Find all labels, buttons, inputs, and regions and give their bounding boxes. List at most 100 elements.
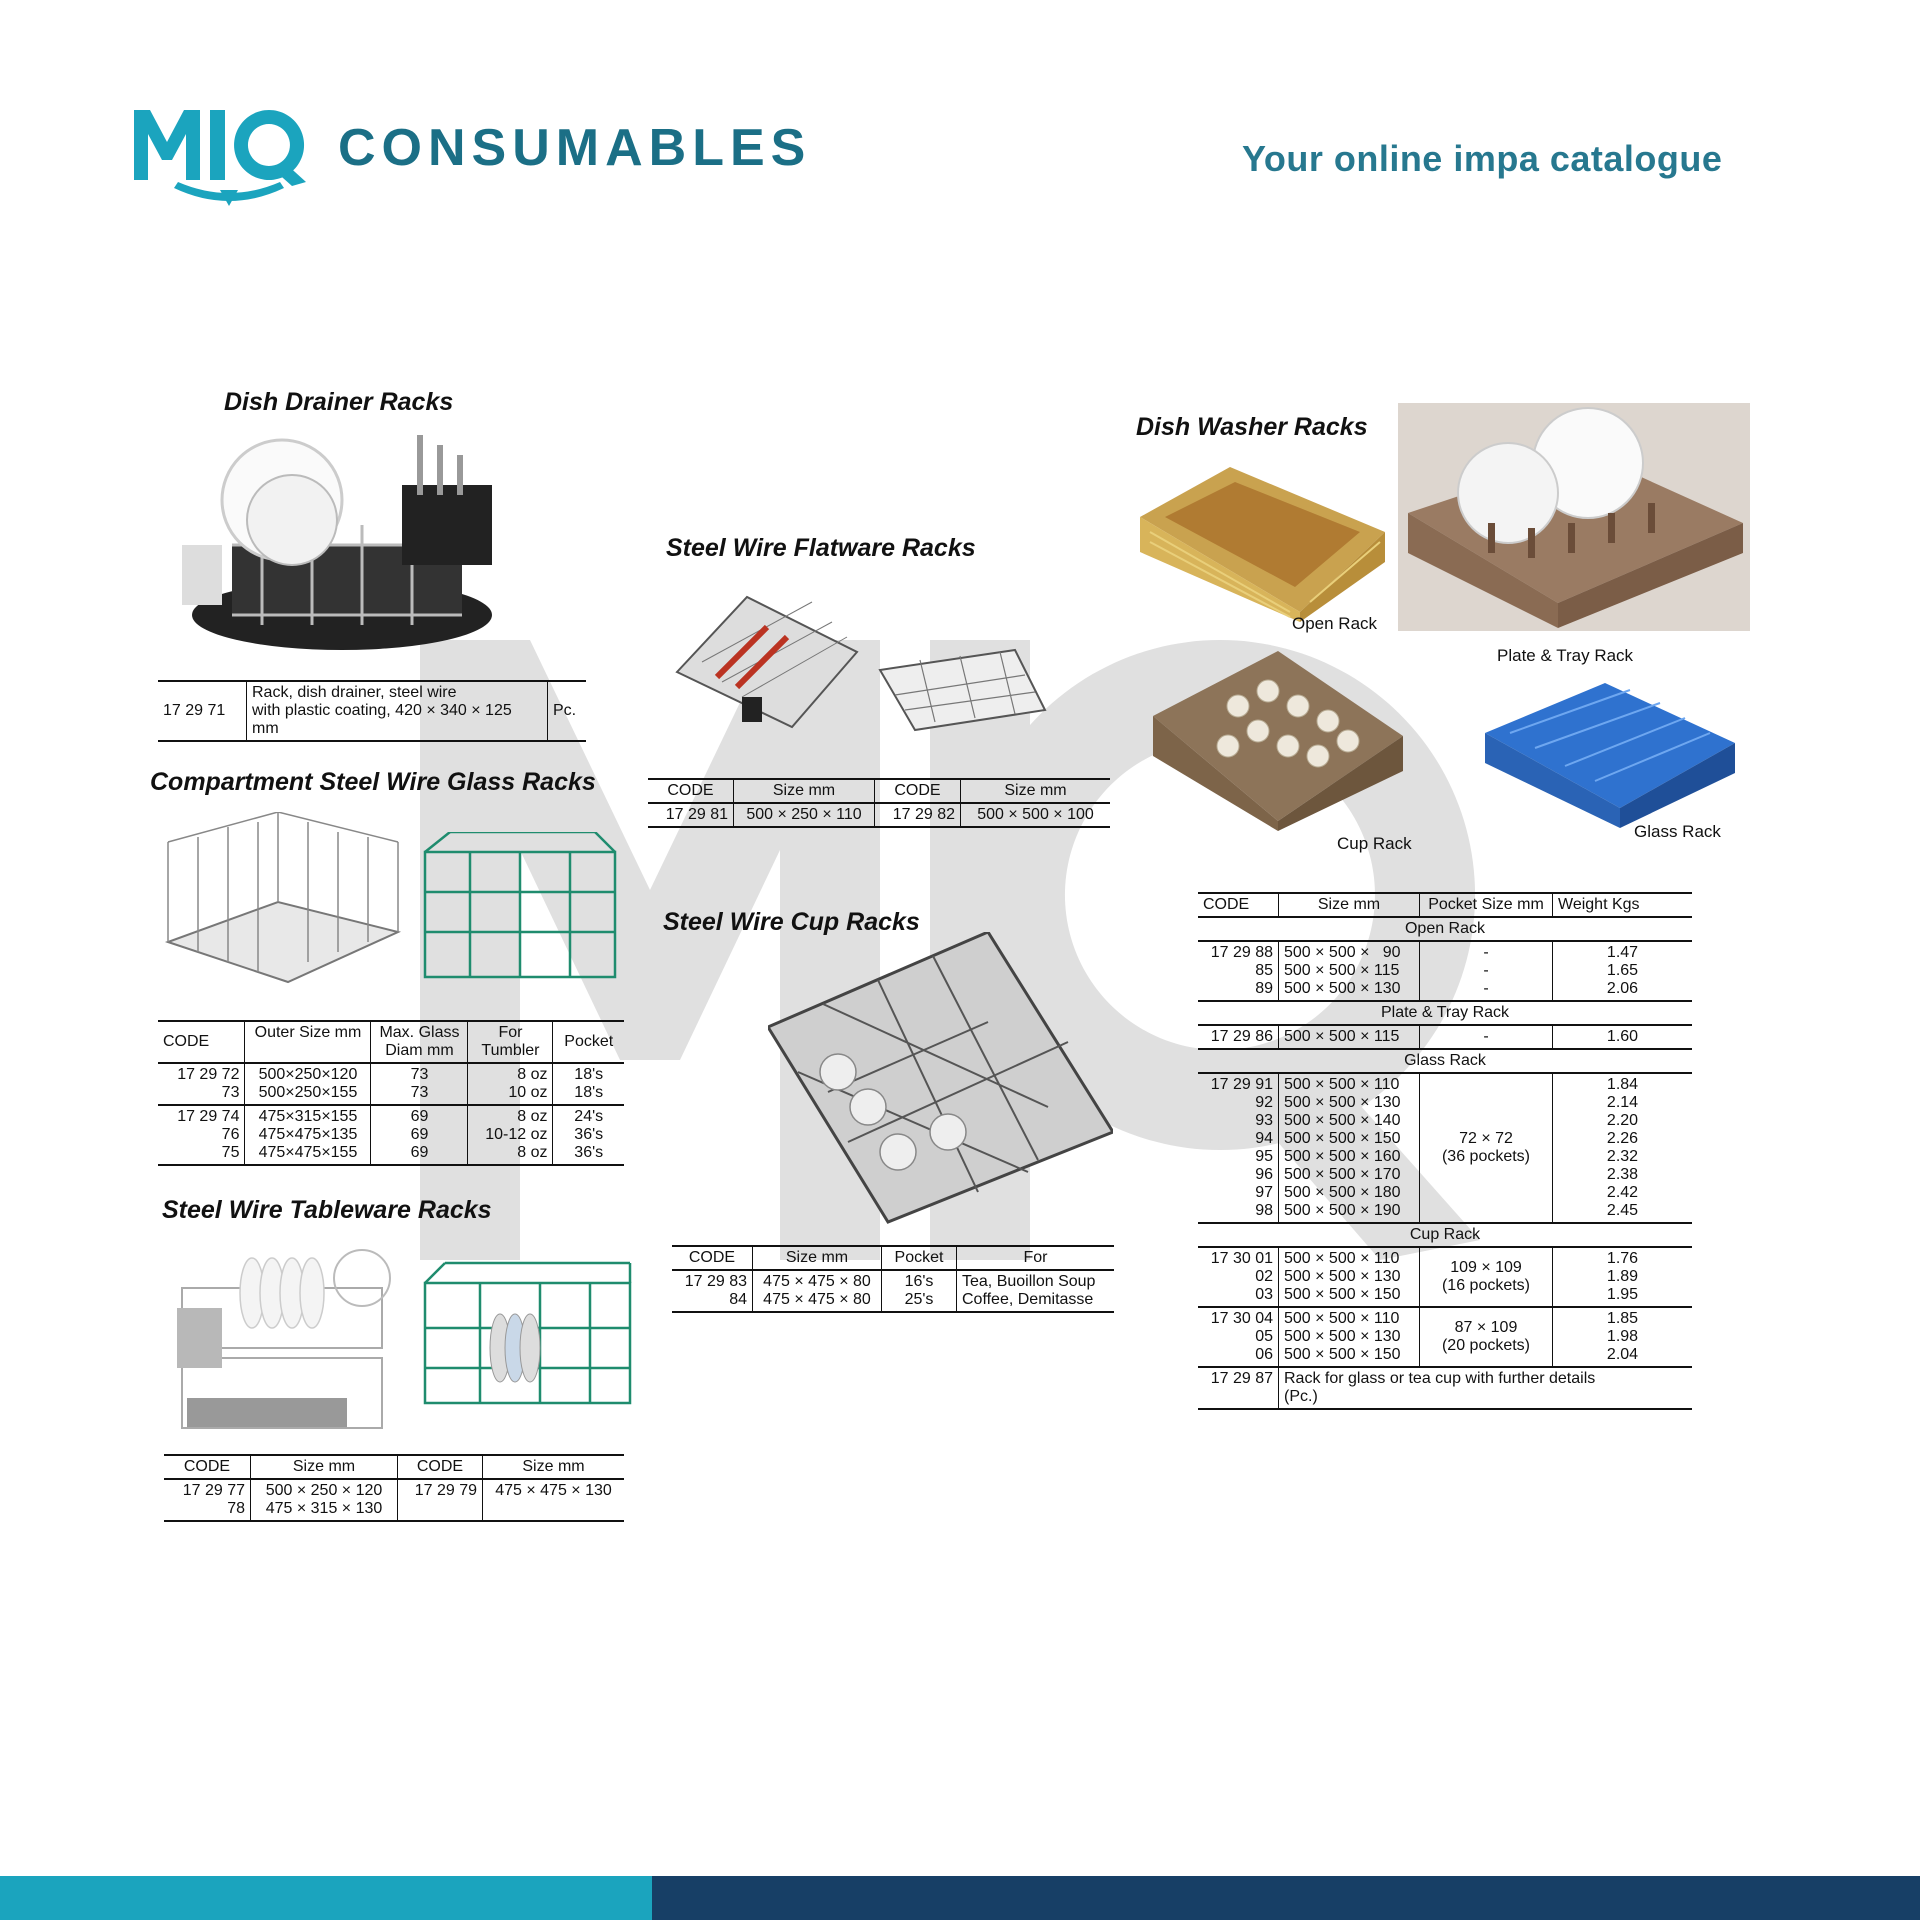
col-header: CODE [874,779,961,803]
dish-drainer-table: 17 29 71 Rack, dish drainer, steel wire … [158,680,586,742]
code: 94 [1255,1130,1273,1147]
steel-cup-rack-image [768,932,1113,1224]
diam: 69 [410,1126,429,1143]
pocket: 16's [904,1273,934,1290]
weight: 1.98 [1606,1328,1639,1345]
col-header: CODE [163,1033,210,1050]
weight: 1.95 [1606,1286,1639,1303]
cup-rack-image [1153,651,1403,831]
code: 73 [221,1084,240,1101]
code: 89 [1255,980,1273,997]
weight: 1.65 [1606,962,1639,979]
size: 500 × 500 × 170 [1284,1166,1401,1183]
weight: 1.76 [1606,1250,1639,1267]
cup-rack-caption: Cup Rack [1337,834,1412,853]
pocket: 24's [574,1108,604,1125]
col-header: Pocket Size mm [1419,893,1553,917]
col-header: CODE [688,1249,736,1266]
size: 500 × 500 × 160 [1284,1148,1401,1165]
weight: 2.42 [1606,1184,1639,1201]
code: 17 30 01 [1210,1250,1273,1267]
diam: 73 [410,1066,429,1083]
size: 475 × 475 × 130 [482,1479,624,1521]
code: 06 [1255,1346,1273,1363]
code: 17 29 72 [177,1066,240,1083]
weight: 1.84 [1606,1076,1639,1093]
code: 17 29 86 [1210,1028,1273,1045]
weight: 1.47 [1606,944,1639,961]
pocket: - [1483,944,1489,961]
open-rack-image [1140,467,1385,622]
flatware-rack-image [675,595,859,729]
code: 17 29 82 [874,803,961,827]
footer-bar-accent [0,1876,652,1920]
col-header: Size mm [752,1246,882,1270]
pocket: - [1483,962,1489,979]
brand-name: CONSUMABLES [338,119,812,177]
size: 500×250×120 [258,1066,358,1083]
code-cell: 17 29 71 [163,702,226,719]
col-header: Max. Glass Diam mm [370,1021,468,1063]
size: 500 × 500 × 115 [1284,962,1400,979]
code: 17 29 88 [1210,944,1273,961]
col-header: Size mm [733,779,875,803]
col-header: Size mm [250,1455,398,1479]
diam: 69 [410,1108,429,1125]
weight: 2.38 [1606,1166,1639,1183]
pocket: 109 × 109 [1450,1259,1522,1276]
code: 96 [1255,1166,1273,1183]
group-label: Glass Rack [1404,1052,1486,1069]
code: 92 [1255,1094,1273,1111]
for: Coffee, Demitasse [962,1291,1094,1308]
size: 500 × 500 × 140 [1284,1112,1401,1129]
desc-line: (Pc.) [1284,1388,1318,1405]
size: 500×250×155 [258,1084,358,1101]
dish-drainer-rack-image [182,435,492,650]
code: 17 29 74 [177,1108,240,1125]
unit-cell: Pc. [547,681,586,741]
col-header: CODE [183,1458,231,1475]
code: 98 [1255,1202,1273,1219]
dish-drainer-title: Dish Drainer Racks [224,388,454,416]
glass-racks-title: Compartment Steel Wire Glass Racks [150,768,596,796]
code: 76 [221,1126,240,1143]
group-label: Plate & Tray Rack [1380,1004,1510,1021]
size: 475 × 315 × 130 [265,1500,383,1517]
weight: 1.89 [1606,1268,1639,1285]
desc-line: Rack for glass or tea cup with further d… [1284,1370,1596,1387]
group-label: Cup Rack [1409,1226,1481,1243]
weight: 2.45 [1606,1202,1639,1219]
code: 17 30 04 [1210,1310,1273,1327]
size: 500 × 500 × 130 [1284,980,1401,997]
desc-line: Rack, dish drainer, steel wire [252,684,457,701]
tumbler: 8 oz [517,1144,548,1161]
pocket: 25's [904,1291,934,1308]
pocket: (20 pockets) [1441,1337,1531,1354]
size: 475 × 475 × 80 [763,1291,871,1308]
col-header: For [956,1246,1114,1270]
col-header: CODE [667,782,714,799]
green-glass-rack-image [423,832,617,979]
col-header: Weight Kgs [1552,893,1692,917]
code: 75 [221,1144,240,1161]
col-header: Outer Size mm [244,1021,371,1063]
tumbler: 8 oz [517,1108,548,1125]
pocket: (16 pockets) [1441,1277,1531,1294]
steel-glass-rack-image [164,812,402,984]
tableware-title: Steel Wire Tableware Racks [162,1196,492,1224]
code: 02 [1255,1268,1273,1285]
size: 500 × 500 × 100 [960,803,1110,827]
weight: 2.26 [1606,1130,1639,1147]
tumbler: 8 oz [517,1066,548,1083]
pocket: - [1419,1025,1553,1049]
pocket: 18's [574,1066,604,1083]
size: 500 × 500 × 115 [1278,1025,1420,1049]
pocket: 72 × 72 [1459,1130,1513,1147]
code: 84 [729,1291,747,1308]
col-header: CODE [397,1455,483,1479]
code: 17 29 81 [665,806,728,823]
